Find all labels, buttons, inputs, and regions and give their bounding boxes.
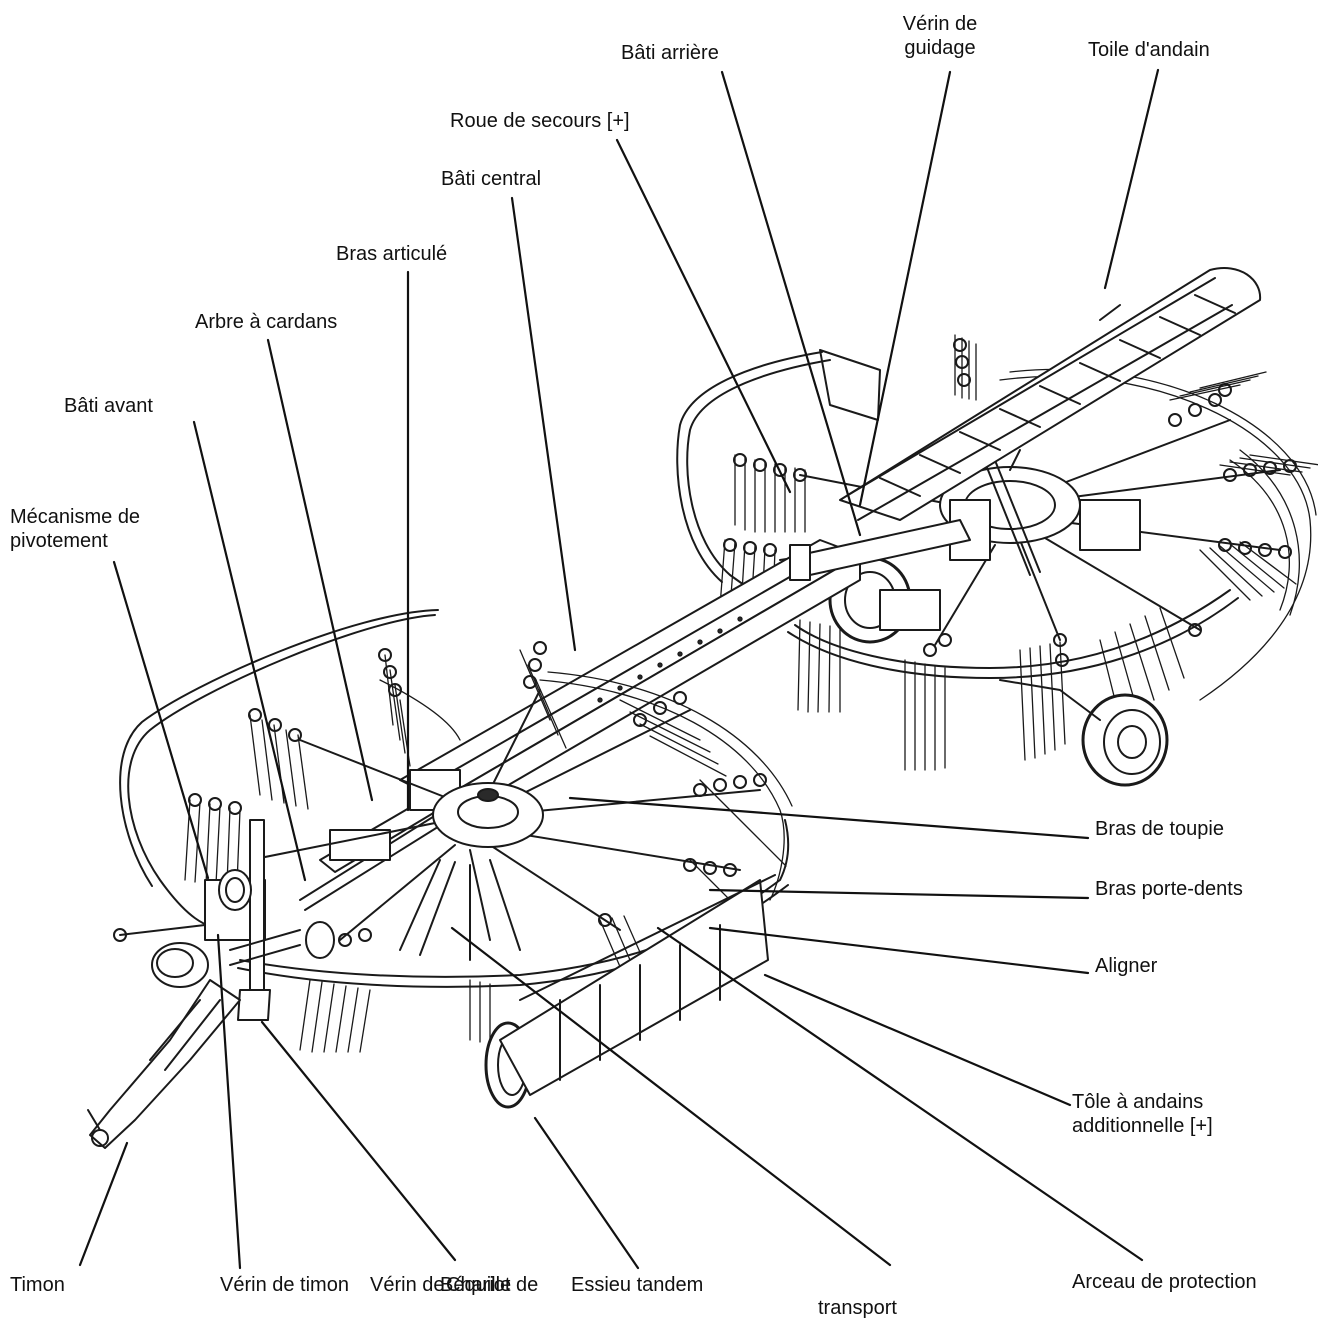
leader-essieu-tandem <box>533 1116 640 1270</box>
label-mecanisme-pivotement: Mécanisme de pivotement <box>10 506 141 552</box>
front-rotor <box>87 609 793 1149</box>
leader-bras-toupie <box>568 796 1090 840</box>
leader-chariot-transport <box>450 926 892 1267</box>
label-verin-guidage: Vérin de guidage <box>902 13 978 59</box>
leader-aligner <box>708 926 1090 975</box>
leader-verin-timon <box>216 933 242 1270</box>
label-timon: Timon <box>10 1274 65 1296</box>
label-bras-porte-dents: Bras porte-dents <box>1095 878 1243 900</box>
leader-bati-central <box>510 196 577 652</box>
leader-bras-porte-dents <box>708 888 1090 900</box>
rake-drawing <box>87 267 1318 1149</box>
label-chariot-transport-line1: Chariot de <box>446 1274 539 1296</box>
label-verin-bequille-word: Béquille <box>440 1274 512 1296</box>
leader-verin-guidage <box>858 70 952 507</box>
leader-lines <box>78 68 1160 1270</box>
label-arceau-protection: Arceau de protection <box>1072 1271 1257 1293</box>
beam-holes <box>597 616 743 703</box>
leader-roue-secours <box>615 138 792 494</box>
leader-arceau-protection <box>656 926 1144 1262</box>
leader-tole-andains <box>763 973 1072 1107</box>
label-verin-bequille: Vérin de <box>370 1274 445 1296</box>
leader-toile-andain <box>1103 68 1160 290</box>
leader-verin-bequille <box>260 1020 457 1262</box>
label-bati-avant: Bâti avant <box>64 395 153 417</box>
label-bras-toupie: Bras de toupie <box>1095 818 1224 840</box>
leader-bati-arriere <box>720 70 862 537</box>
label-essieu-tandem: Essieu tandem <box>571 1274 704 1296</box>
leader-timon <box>78 1141 129 1267</box>
label-chariot-transport-line2: transport <box>818 1297 897 1319</box>
curtain-slats <box>879 294 1236 497</box>
label-bati-central: Bâti central <box>441 168 542 190</box>
label-toile-andain: Toile d'andain <box>1088 39 1210 61</box>
label-roue-secours: Roue de secours [+] <box>450 110 630 132</box>
front-knobs <box>188 641 767 947</box>
leader-arbre-cardans <box>266 338 374 802</box>
label-bras-articule: Bras articulé <box>336 243 448 265</box>
label-tole-andains: Tôle à andains additionnelle [+] <box>1072 1091 1213 1137</box>
leader-mecanisme-pivotement <box>112 560 210 880</box>
label-aligner: Aligner <box>1095 955 1158 977</box>
label-bati-arriere: Bâti arrière <box>621 42 719 64</box>
label-verin-timon: Vérin de timon <box>220 1274 349 1296</box>
leader-bati-avant <box>192 420 307 882</box>
windrow-curtain <box>839 267 1262 521</box>
label-arbre-cardans: Arbre à cardans <box>195 311 338 333</box>
